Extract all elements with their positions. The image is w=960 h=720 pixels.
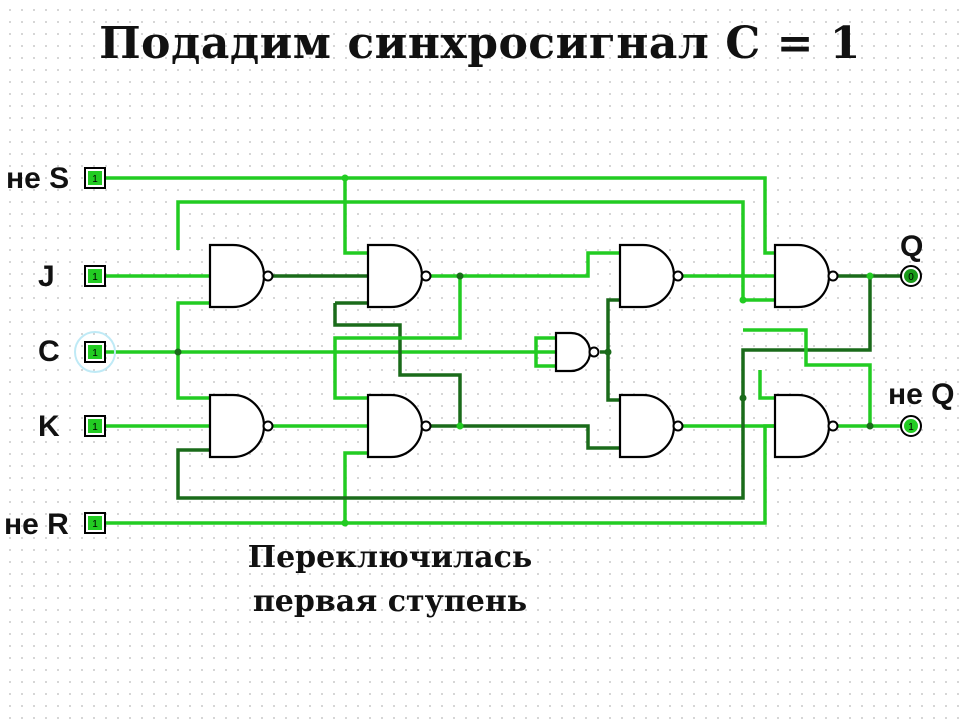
- junction-dot: [739, 296, 747, 304]
- nand-gate-6: [618, 393, 684, 459]
- input-label-c: C: [38, 335, 60, 368]
- output-pin-not-q: 1: [900, 415, 922, 437]
- wire-not-s-line: [103, 176, 775, 255]
- wires: [103, 174, 905, 527]
- input-label-not-r: не R: [4, 508, 69, 541]
- junction-dot: [456, 272, 464, 280]
- wire-c-bus2: [176, 352, 210, 400]
- wire-nq-fb: [743, 328, 872, 426]
- output-label-not-q: не Q: [888, 378, 955, 411]
- input-value-j: 1: [92, 272, 98, 283]
- junction-dot: [739, 394, 747, 402]
- input-value-not-s: 1: [92, 174, 98, 185]
- caption-line-1: Переключилась: [247, 540, 533, 575]
- input-pin-c[interactable]: 1: [84, 341, 106, 363]
- input-pin-not-s[interactable]: 1: [84, 167, 106, 189]
- output-value-q: 0: [908, 272, 914, 283]
- wire-g4-out: [430, 424, 620, 450]
- input-label-not-s: не S: [6, 162, 70, 195]
- input-pin-k[interactable]: 1: [84, 415, 106, 437]
- wire-g3-down: [333, 276, 462, 400]
- junction-dot: [456, 422, 464, 430]
- input-pin-not-r[interactable]: 1: [84, 512, 106, 534]
- input-value-k: 1: [92, 422, 98, 433]
- nand-gate-1: [208, 243, 274, 309]
- nand-gate-5: [618, 243, 684, 309]
- junction-dot: [866, 422, 874, 430]
- selected-pin-highlight: [74, 331, 116, 373]
- wire-inv-out: [600, 298, 620, 354]
- wire-not-s-tap: [343, 178, 368, 255]
- nand-gate-7: [773, 243, 839, 309]
- junction-dot: [341, 519, 349, 527]
- output-value-not-q: 1: [908, 422, 914, 433]
- page-title: Подадим синхросигнал С = 1: [99, 18, 861, 69]
- wire-q-fb: [176, 276, 872, 500]
- input-value-not-r: 1: [92, 519, 98, 530]
- junction-dot: [174, 348, 182, 356]
- wire-inv-out2: [606, 352, 620, 402]
- wire-g3-loop: [333, 303, 462, 426]
- junction-dot: [341, 174, 349, 182]
- output-pin-q: 0: [900, 265, 922, 287]
- junction-dot: [604, 348, 612, 356]
- caption-line-2: первая ступень: [252, 584, 528, 619]
- input-pin-j[interactable]: 1: [84, 265, 106, 287]
- wire-g3-out: [430, 251, 620, 278]
- inverter-gate: [554, 331, 600, 373]
- gates: [208, 243, 839, 459]
- output-label-q: Q: [900, 230, 924, 263]
- pins: 1 1 1 1 1 0 1: [74, 167, 922, 534]
- wire-c-inv-in2: [534, 352, 556, 368]
- nand-gate-3: [366, 243, 432, 309]
- junction-dot: [866, 272, 874, 280]
- input-label-j: J: [38, 260, 55, 293]
- nand-gate-8: [773, 393, 839, 459]
- nand-gate-2: [208, 393, 274, 459]
- wire-c-inv-in: [534, 336, 556, 352]
- wire-c-bus: [176, 301, 210, 352]
- wire-not-r-tap: [343, 451, 368, 523]
- wire-nq-fb2: [758, 370, 775, 400]
- nand-gate-4: [366, 393, 432, 459]
- input-value-c: 1: [92, 348, 98, 359]
- wire-not-r-line: [103, 424, 775, 525]
- input-label-k: K: [38, 410, 60, 443]
- wire-fb-top: [176, 200, 775, 302]
